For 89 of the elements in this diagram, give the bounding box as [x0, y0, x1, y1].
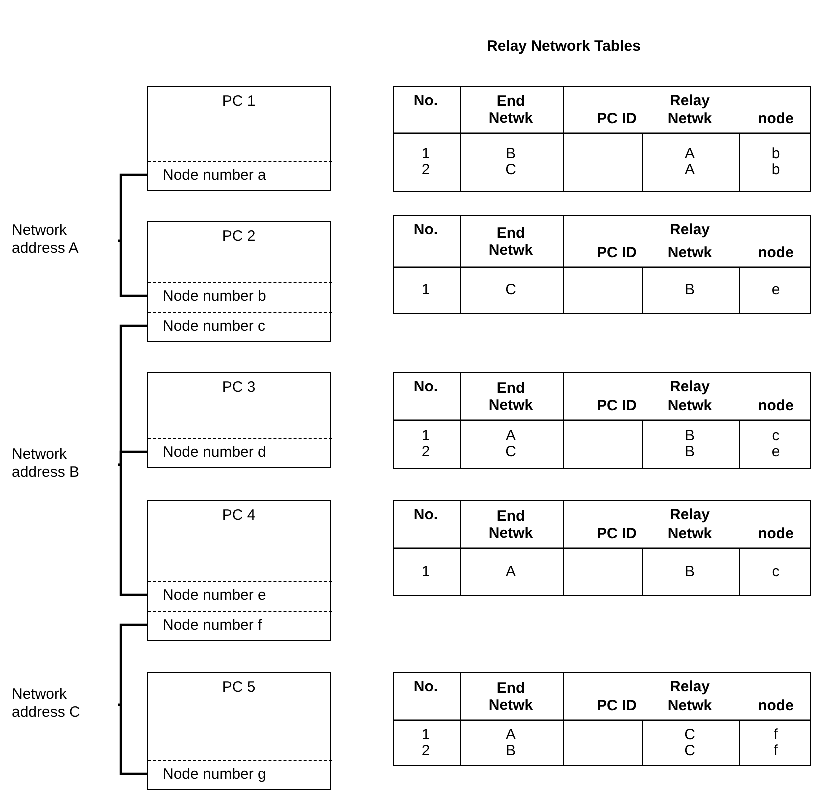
- column-header: node: [758, 110, 794, 128]
- column-header: PC ID: [596, 526, 637, 542]
- column-header: Netwk: [668, 398, 712, 414]
- column-header: node: [758, 698, 794, 714]
- cell-value: C: [684, 742, 696, 759]
- cell-value: e: [772, 282, 780, 298]
- column-header: node: [758, 526, 794, 542]
- cell-value: B: [685, 563, 695, 580]
- cell-value: B: [506, 146, 516, 162]
- column-header: Relay: [670, 678, 710, 696]
- network-line: [118, 704, 147, 776]
- node-number-field: Node number f: [148, 611, 332, 641]
- column-header: node: [758, 244, 794, 262]
- column-header: Netwk: [668, 526, 712, 542]
- cell-value: B: [685, 428, 695, 444]
- column-header: Relay: [670, 92, 710, 110]
- network-address-label: Network address C: [12, 686, 118, 724]
- pc-box: [147, 221, 331, 342]
- column-header: No.: [414, 92, 438, 110]
- column-header: Netwk: [668, 110, 712, 128]
- column-header: node: [758, 398, 794, 414]
- cell-value: 1: [422, 428, 430, 444]
- cell-value: c: [772, 428, 780, 444]
- cell-value: 1: [422, 563, 430, 580]
- column-header: Relay: [670, 378, 710, 396]
- node-number-field: Node number e: [148, 581, 332, 611]
- cell-value: A: [506, 428, 516, 444]
- column-header: No.: [414, 506, 438, 524]
- network-address-label: Network address B: [12, 446, 118, 484]
- node-number-field: Node number c: [148, 312, 332, 342]
- pc-box: [147, 500, 331, 641]
- cell-value: C: [506, 162, 516, 178]
- cell-value: B: [506, 742, 516, 759]
- column-header: No.: [414, 378, 438, 396]
- node-number-field: Node number d: [148, 438, 332, 468]
- column-header: No.: [414, 222, 438, 238]
- cell-value: f: [774, 726, 778, 743]
- network-line: [118, 240, 147, 298]
- cell-value: 1: [422, 282, 430, 298]
- cell-value: A: [685, 162, 695, 178]
- cell-value: C: [684, 726, 696, 743]
- cell-value: B: [685, 282, 695, 298]
- node-number-field: Node number g: [148, 760, 332, 790]
- cell-value: 1: [422, 726, 430, 743]
- cell-value: b: [772, 146, 780, 162]
- cell-value: 2: [422, 444, 430, 460]
- cell-value: A: [685, 146, 695, 162]
- network-address-label: Network address A: [12, 222, 118, 260]
- network-line: [118, 450, 147, 466]
- title: Relay Network Tables: [487, 38, 641, 55]
- column-header: End Netwk: [488, 508, 534, 542]
- cell-value: 2: [422, 742, 430, 759]
- cell-value: A: [506, 726, 516, 743]
- column-header: End Netwk: [488, 680, 534, 714]
- column-header: PC ID: [596, 698, 637, 714]
- column-header: No.: [414, 678, 438, 696]
- network-line: [118, 174, 147, 242]
- pc-label: PC 5: [221, 679, 257, 696]
- cell-value: 1: [422, 146, 430, 162]
- node-number-field: Node number b: [148, 282, 332, 312]
- cell-value: C: [506, 444, 516, 460]
- pc-label: PC 4: [221, 507, 257, 524]
- column-header: Relay: [670, 222, 710, 238]
- column-header: Relay: [670, 506, 710, 524]
- cell-value: 2: [422, 162, 430, 178]
- column-header: End Netwk: [488, 224, 534, 258]
- cell-value: B: [685, 444, 695, 460]
- cell-value: A: [506, 563, 516, 580]
- cell-value: b: [772, 162, 780, 178]
- column-header: PC ID: [596, 110, 637, 128]
- pc-label: PC 1: [221, 93, 257, 110]
- network-line: [118, 464, 147, 596]
- pc-label: PC 2: [221, 228, 257, 245]
- pc-box: [147, 86, 331, 191]
- column-header: End Netwk: [488, 380, 534, 414]
- pc-box: [147, 672, 331, 790]
- column-header: Netwk: [668, 244, 712, 262]
- network-line: [118, 624, 147, 706]
- column-header: PC ID: [596, 398, 637, 414]
- cell-value: e: [772, 444, 780, 460]
- cell-value: c: [772, 563, 780, 580]
- column-header: Netwk: [668, 698, 712, 714]
- column-header: End Netwk: [488, 93, 534, 127]
- cell-value: C: [506, 282, 516, 298]
- column-header: PC ID: [596, 244, 637, 262]
- pc-box: [147, 372, 331, 468]
- pc-label: PC 3: [221, 379, 257, 396]
- cell-value: f: [774, 742, 778, 759]
- node-number-field: Node number a: [148, 161, 332, 191]
